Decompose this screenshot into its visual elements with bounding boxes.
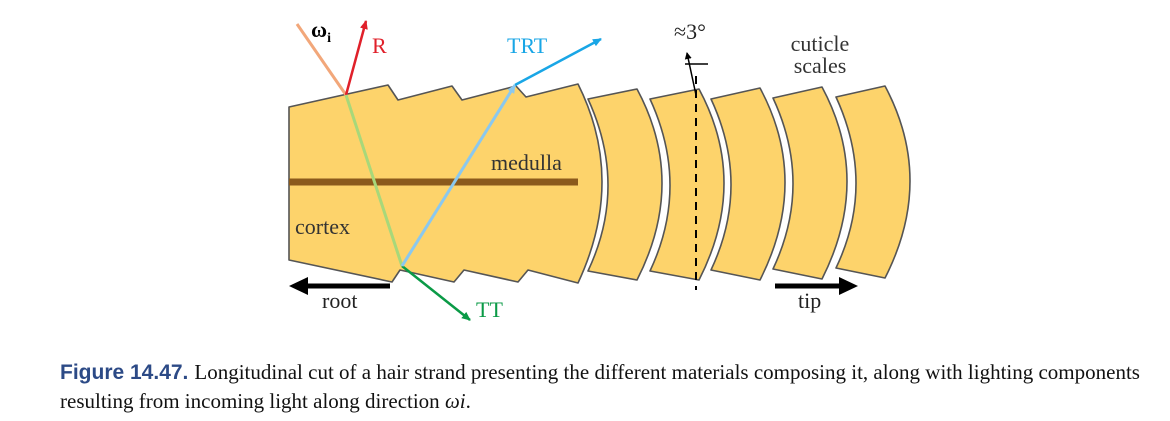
caption-symbol: ωi	[444, 389, 466, 413]
tt-ray	[401, 265, 471, 321]
tt-label: TT	[476, 297, 503, 322]
cuticle-scale-4	[710, 87, 786, 281]
caption-text: Longitudinal cut of a hair strand presen…	[60, 360, 1140, 413]
medulla-label: medulla	[491, 150, 562, 175]
omega-label: ωi	[311, 17, 331, 46]
scales-label: scales	[794, 53, 847, 78]
angle-label: ≈3°	[674, 19, 706, 44]
cuticle-scale-3	[649, 88, 725, 281]
internal-reflected-ray	[400, 84, 517, 267]
incident-ray	[295, 23, 348, 96]
trt-label: TRT	[507, 33, 548, 58]
tilt-line	[684, 52, 697, 96]
cuticle-scale-5	[772, 86, 848, 280]
root-label: root	[322, 288, 357, 313]
hair-strand-diagram: ωi R TRT TT ≈3° cuticle scales medulla c…	[288, 17, 911, 322]
figure-caption: Figure 14.47.Longitudinal cut of a hair …	[60, 358, 1150, 415]
caption-end: .	[465, 389, 471, 413]
cuticle-scale-2	[587, 88, 663, 281]
tip-label: tip	[798, 288, 821, 313]
cuticle-scale-6	[835, 85, 911, 279]
internal-transmitted-ray	[344, 94, 404, 267]
tip-arrowhead	[839, 277, 858, 295]
r-reflection-ray	[344, 20, 368, 96]
cortex-label: cortex	[295, 214, 350, 239]
cuticle-label: cuticle	[791, 31, 850, 56]
trt-ray	[514, 37, 602, 87]
root-arrowhead	[289, 277, 308, 295]
figure-number: Figure 14.47.	[60, 361, 189, 384]
r-label: R	[372, 33, 387, 58]
